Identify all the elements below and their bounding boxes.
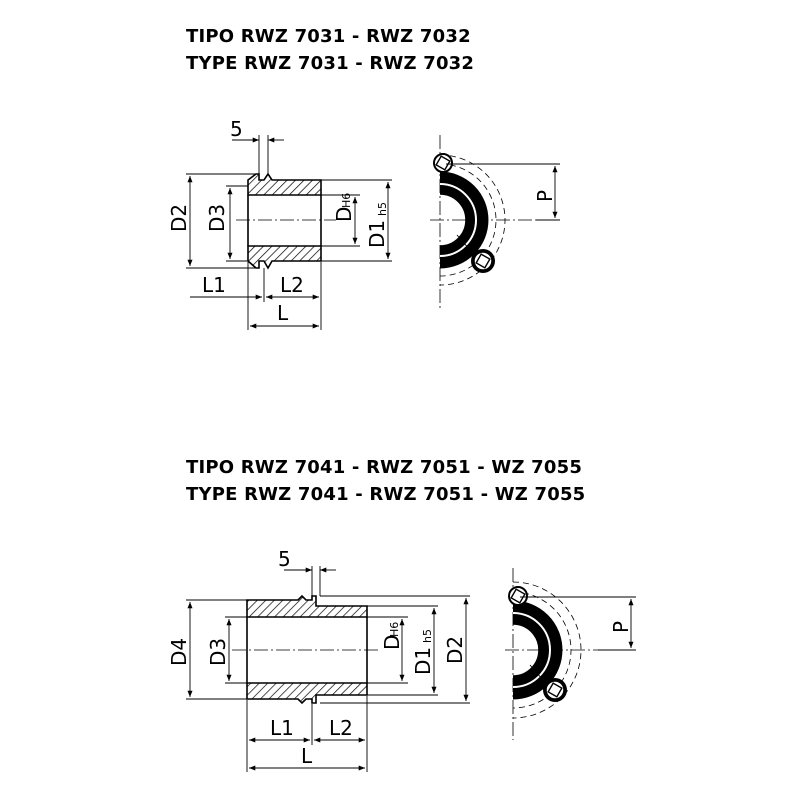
section2-dim-d4: D4 <box>167 638 191 666</box>
section1-dim-dh-sub: H6 <box>340 193 353 208</box>
section2-title-en: TYPE RWZ 7041 - RWZ 7051 - WZ 7055 <box>186 484 586 505</box>
section1-top-wall <box>247 172 322 196</box>
section2-dim-dh-sub: H6 <box>388 622 401 637</box>
section2-dim-l2: L2 <box>329 716 353 740</box>
section2-screw-bottom <box>529 664 567 702</box>
section2-title-it: TIPO RWZ 7041 - RWZ 7051 - WZ 7055 <box>186 457 583 478</box>
section2-dim-dh: D <box>380 635 404 650</box>
section1-screw-top <box>433 153 453 173</box>
section2-end-view: P <box>505 568 636 740</box>
section1-dim-l2: L2 <box>280 273 304 297</box>
section2-dim-d2: D2 <box>443 636 467 664</box>
section1-screw-bottom <box>456 234 495 273</box>
section2-dim-d3: D3 <box>206 638 230 666</box>
section1-title-en: TYPE RWZ 7031 - RWZ 7032 <box>186 53 475 74</box>
section2-dim-d1-sub: h5 <box>421 629 434 643</box>
section1-title-it: TIPO RWZ 7031 - RWZ 7032 <box>186 26 471 47</box>
section2-dim-5: 5 <box>278 547 291 571</box>
section1-side-view: 5 D2 D3 D H6 D1 h5 L1 L2 L <box>167 117 392 330</box>
section2-dim-p: P <box>609 621 633 633</box>
section1-dim-d1: D1 <box>365 220 389 248</box>
section2-screw-top <box>508 586 528 606</box>
section1-dim-l: L <box>277 301 289 325</box>
section2-side-view: 5 D4 D3 D H6 D1 h5 D2 L1 L2 <box>167 547 470 772</box>
section1-bottom-wall <box>247 245 322 270</box>
section1-dim-5: 5 <box>230 117 243 141</box>
section2-dim-l1: L1 <box>270 716 294 740</box>
section1-dim-d1-sub: h5 <box>376 202 389 216</box>
section1-end-view: P <box>430 135 560 308</box>
section2-top-wall <box>246 594 368 618</box>
section1-dim-d3: D3 <box>205 204 229 232</box>
section1-dim-p: P <box>533 190 557 202</box>
section2-dim-l: L <box>301 744 313 768</box>
section2-dim-d1: D1 <box>411 647 435 675</box>
section1-dim-dh: D <box>332 207 356 222</box>
section1-dim-l1: L1 <box>202 273 226 297</box>
section2-bottom-wall <box>246 682 368 705</box>
section1-dim-d2: D2 <box>167 204 191 232</box>
